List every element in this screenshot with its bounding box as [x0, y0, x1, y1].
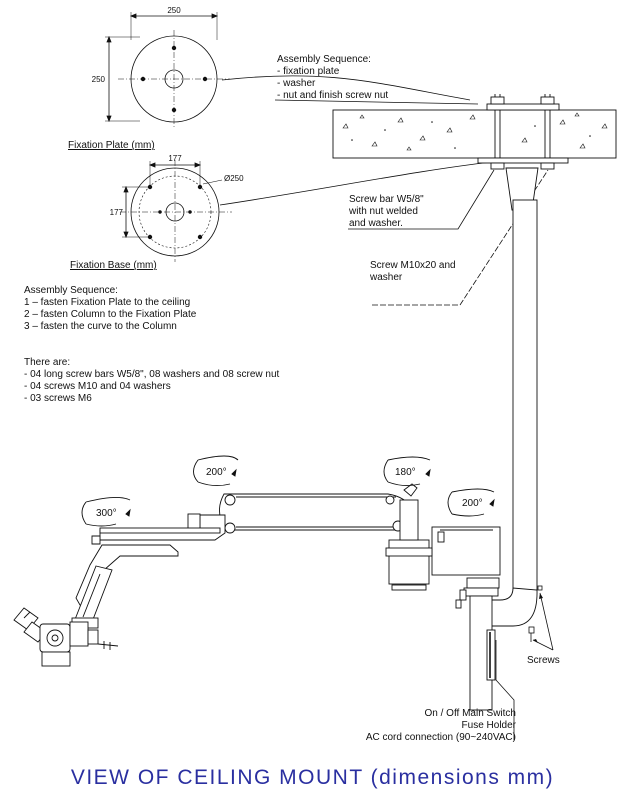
screws-drawing — [528, 585, 543, 642]
switch-line: AC cord connection (90~240VAC) — [366, 732, 516, 743]
fixation-base-drawing — [120, 160, 232, 262]
control-housing — [385, 526, 501, 591]
switch-line: Fuse Holder — [462, 720, 517, 731]
assembly-sequence: Assembly Sequence: 1 – fasten Fixation P… — [24, 285, 197, 332]
rotation-label: 200° — [462, 498, 483, 509]
screw-m10-line: Screw M10x20 and — [370, 260, 456, 271]
switch-leader — [495, 640, 515, 740]
threaded-bars — [477, 94, 569, 170]
screw-m10-note: Screw M10x20 and washer — [369, 260, 456, 283]
assembly-step: 3 – fasten the curve to the Column — [24, 321, 177, 332]
base-width-dim: 177 — [168, 154, 182, 163]
rotation-label: 180° — [395, 467, 416, 478]
screws-label: Screws — [527, 655, 560, 666]
screw-bar-note: Screw bar W5/8" with nut welded and wash… — [348, 194, 424, 229]
screw-bar-line: Screw bar W5/8" — [349, 194, 424, 205]
assembly-step: 1 – fasten Fixation Plate to the ceiling — [24, 297, 190, 308]
parts-item: - 03 screws M6 — [24, 393, 92, 404]
ceiling-note-line: - nut and finish screw nut — [277, 90, 388, 101]
leader-lines — [219, 75, 493, 206]
rotation-label: 300° — [96, 508, 117, 519]
plate-caption: Fixation Plate (mm) — [68, 140, 155, 151]
assembly-step: 2 – fasten Column to the Fixation Plate — [24, 309, 197, 320]
parts-list: There are: - 04 long screw bars W5/8", 0… — [24, 357, 280, 404]
switch-line: On / Off Main Switch — [424, 708, 516, 719]
ceiling-note-line: - washer — [277, 78, 316, 89]
base-height-dim: 177 — [110, 208, 124, 217]
assembly-title: Assembly Sequence: — [24, 285, 118, 296]
rotation-arrows — [81, 455, 495, 527]
screw-m10-line: washer — [369, 272, 403, 283]
ceiling-note-title: Assembly Sequence: — [277, 54, 371, 65]
screws-arrowheads — [533, 593, 543, 643]
column — [455, 167, 539, 711]
fixation-plate-drawing — [105, 12, 230, 128]
ceiling-note-line: - fixation plate — [277, 66, 340, 77]
parts-item: - 04 screws M10 and 04 washers — [24, 381, 171, 392]
microscope-head — [13, 607, 119, 667]
rotation-label: 200° — [206, 467, 227, 478]
plate-height-dim: 250 — [92, 75, 106, 84]
ceiling-assembly-note: Assembly Sequence: - fixation plate - wa… — [277, 54, 388, 101]
screw-bar-line: and washer. — [349, 218, 403, 229]
base-diameter-dim: Ø250 — [224, 174, 244, 183]
page-title: VIEW OF CEILING MOUNT (dimensions mm) — [70, 766, 555, 789]
screw-bar-line: with nut welded — [348, 206, 418, 217]
plate-width-dim: 250 — [167, 6, 181, 15]
parts-title: There are: — [24, 357, 70, 368]
switch-note: On / Off Main Switch Fuse Holder AC cord… — [366, 708, 517, 743]
ceiling-slab — [332, 109, 617, 159]
articulated-arm — [71, 483, 419, 629]
base-caption: Fixation Base (mm) — [70, 260, 157, 271]
parts-item: - 04 long screw bars W5/8", 08 washers a… — [24, 369, 280, 380]
screw-bar-leader — [348, 169, 495, 230]
